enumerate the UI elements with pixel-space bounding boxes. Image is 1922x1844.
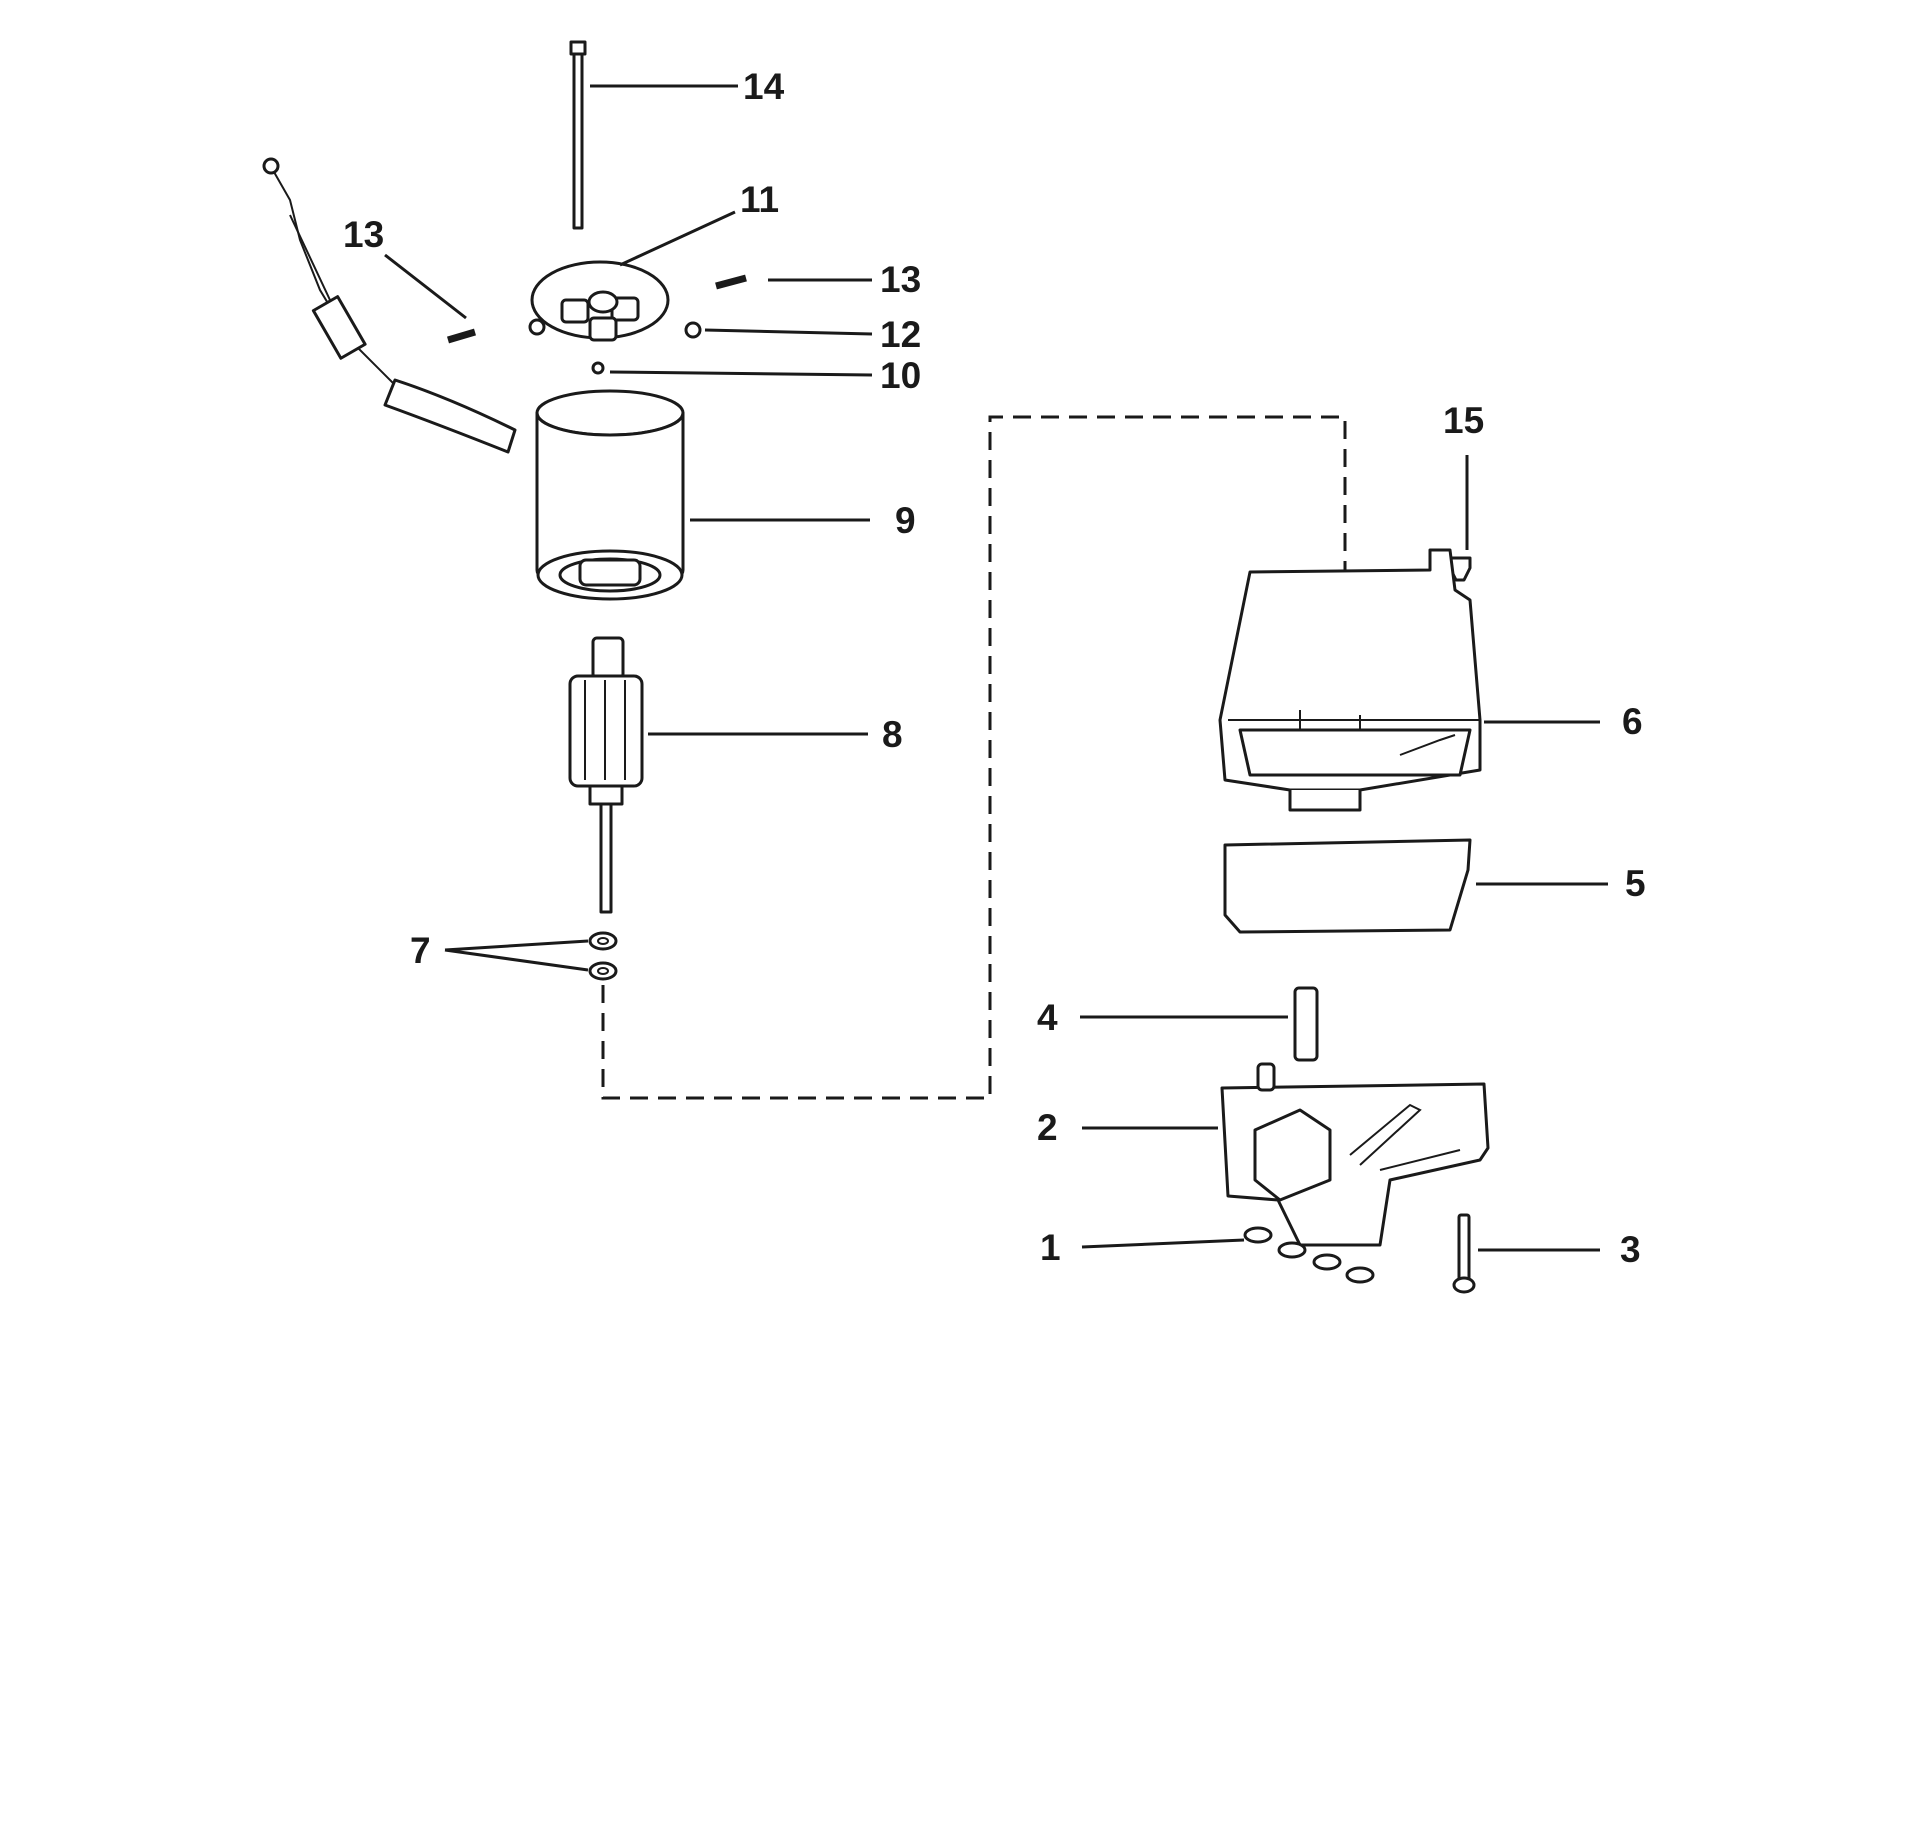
callout-13-right: 13 bbox=[880, 259, 921, 300]
part-5-gasket bbox=[1223, 838, 1472, 934]
assembly-path-dashed bbox=[601, 415, 1347, 1100]
leader-lines bbox=[384, 84, 1608, 1252]
callout-14: 14 bbox=[743, 66, 785, 107]
part-14-through-bolt bbox=[569, 40, 587, 230]
leader-7b bbox=[444, 948, 589, 972]
leader-1 bbox=[1081, 1238, 1245, 1249]
callout-3: 3 bbox=[1620, 1229, 1641, 1270]
part-10-washer bbox=[591, 361, 605, 375]
callout-2: 2 bbox=[1037, 1107, 1058, 1148]
part-3-screw bbox=[1452, 1213, 1476, 1294]
callout-13-left: 13 bbox=[343, 214, 384, 255]
callout-labels: 14 11 13 13 12 10 9 8 7 15 6 5 4 2 1 3 bbox=[343, 66, 1646, 1270]
part-11-brush-plate bbox=[528, 260, 702, 342]
leader-11 bbox=[619, 210, 736, 267]
leader-10 bbox=[609, 370, 873, 377]
callout-10: 10 bbox=[880, 355, 921, 396]
part-7-washers bbox=[588, 931, 618, 981]
callout-15: 15 bbox=[1443, 400, 1484, 441]
callout-7: 7 bbox=[410, 930, 431, 971]
part-1-o-rings bbox=[1243, 1226, 1375, 1284]
callout-9: 9 bbox=[895, 500, 916, 541]
callout-6: 6 bbox=[1622, 701, 1643, 742]
callout-12: 12 bbox=[880, 314, 921, 355]
part-8-armature bbox=[568, 636, 644, 914]
leader-7a bbox=[444, 939, 589, 952]
callout-1: 1 bbox=[1040, 1227, 1061, 1268]
part-2-base-housing bbox=[1220, 1062, 1490, 1247]
leader-12 bbox=[704, 328, 873, 336]
callout-8: 8 bbox=[882, 714, 903, 755]
leader-13-left bbox=[384, 253, 467, 320]
callout-11: 11 bbox=[740, 179, 779, 220]
part-13-screw-right bbox=[715, 274, 747, 290]
wire-harness bbox=[262, 157, 517, 454]
part-9-motor-housing bbox=[535, 389, 685, 601]
part-6-cover bbox=[1218, 548, 1482, 812]
callout-4: 4 bbox=[1037, 997, 1058, 1038]
part-13-screw-left bbox=[447, 328, 476, 344]
part-4-dowel-pin bbox=[1293, 986, 1319, 1062]
callout-5: 5 bbox=[1625, 863, 1646, 904]
